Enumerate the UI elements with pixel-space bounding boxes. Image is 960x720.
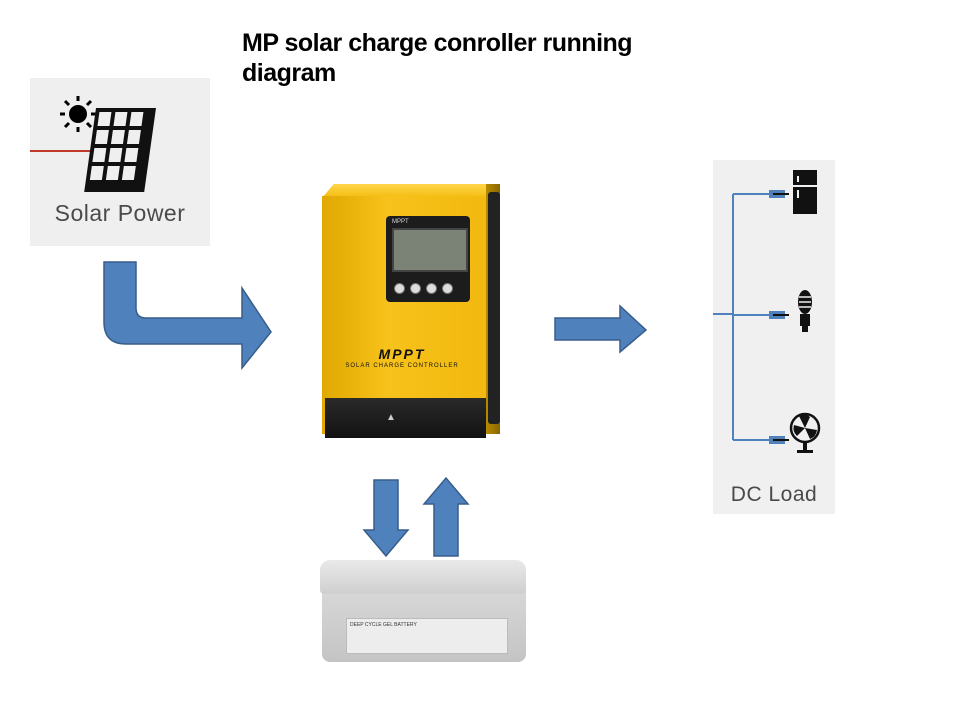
controller-button-2	[410, 283, 421, 294]
dc-load-label: DC Load	[730, 483, 818, 506]
battery: DEEP CYCLE GEL BATTERY	[318, 560, 532, 664]
solar-power-label: Solar Power	[54, 200, 186, 226]
controller-button-3	[426, 283, 437, 294]
fan-icon	[789, 412, 821, 453]
solar-panel-icon	[30, 96, 156, 192]
controller-model-label: MPPT	[378, 346, 426, 362]
display-brand: MPPT	[392, 219, 409, 225]
panel-grid	[84, 108, 156, 192]
mounting-bracket	[488, 192, 500, 424]
load-wiring	[713, 170, 821, 453]
controller-button-4	[442, 283, 453, 294]
dc-load-tile: DC Load	[713, 160, 835, 514]
battery-label-text: DEEP CYCLE GEL BATTERY	[350, 622, 417, 628]
controller-base	[325, 398, 486, 438]
controller-to-battery-arrow	[362, 479, 410, 558]
controller-button-1	[394, 283, 405, 294]
refrigerator-icon	[793, 170, 817, 214]
light-bulb-icon	[798, 290, 812, 332]
controller-subtitle: SOLAR CHARGE CONTROLLER	[345, 363, 459, 369]
solar-power-tile: Solar Power	[30, 78, 210, 246]
battery-lid	[320, 560, 526, 594]
diagram-title: MP solar charge conroller running diagra…	[242, 29, 633, 87]
battery-to-controller-arrow	[422, 476, 470, 557]
sun-icon	[60, 96, 96, 132]
eject-icon: ▲	[386, 412, 396, 423]
lcd-screen	[392, 228, 468, 272]
mppt-controller: MPPT MPPT SOLAR CHARGE CONTROLLER ▲	[322, 180, 512, 442]
controller-to-load-arrow	[554, 304, 648, 354]
solar-to-controller-arrow	[103, 261, 272, 371]
battery-label-panel	[346, 618, 508, 654]
